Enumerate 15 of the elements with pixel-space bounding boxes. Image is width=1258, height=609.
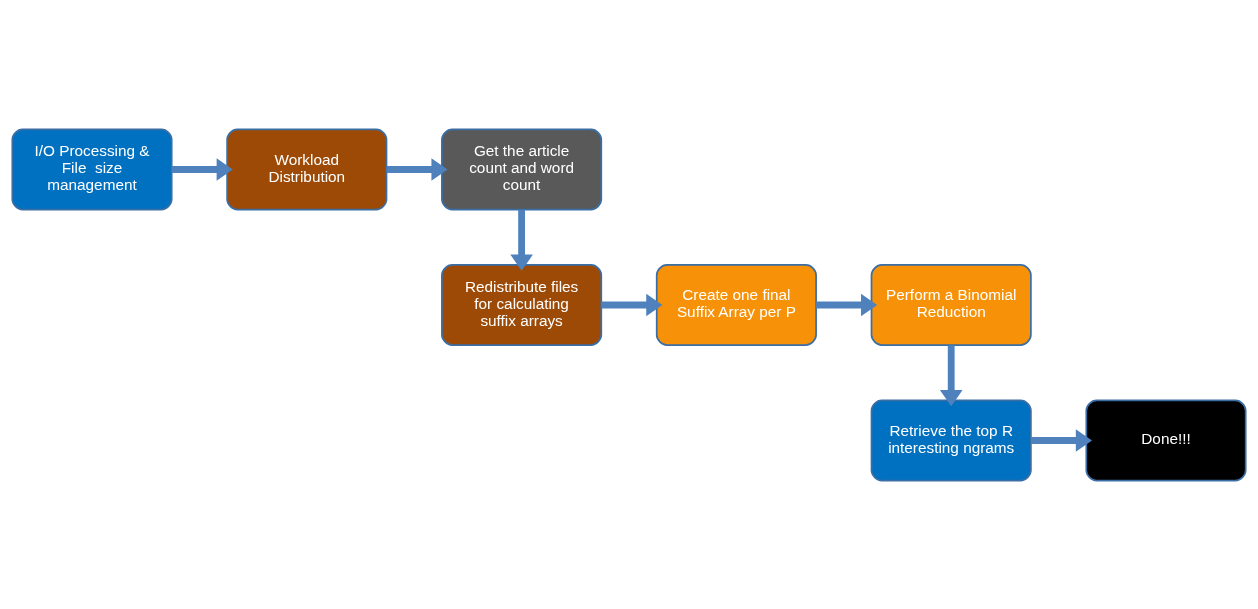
arrow: [171, 157, 233, 181]
arrow: [1030, 428, 1092, 452]
node-box: Create one final Suffix Array per P: [655, 263, 817, 346]
node-box: Workload Distribution: [226, 128, 388, 210]
arrow: [816, 293, 878, 316]
node-box: I/O Processing & File size management: [11, 128, 173, 210]
node-box: Done!!!: [1085, 399, 1247, 481]
arrow: [601, 293, 663, 316]
arrow: [939, 344, 963, 406]
node-box: Redistribute files for calculating suffix arrays: [441, 263, 603, 346]
node-box: Get the article count and word count: [441, 128, 603, 210]
arrow: [386, 157, 448, 181]
arrow: [510, 209, 533, 271]
node-box: Retrieve the top R interesting ngrams: [870, 399, 1032, 481]
node-box: Perform a Binomial Reduction: [870, 263, 1032, 346]
